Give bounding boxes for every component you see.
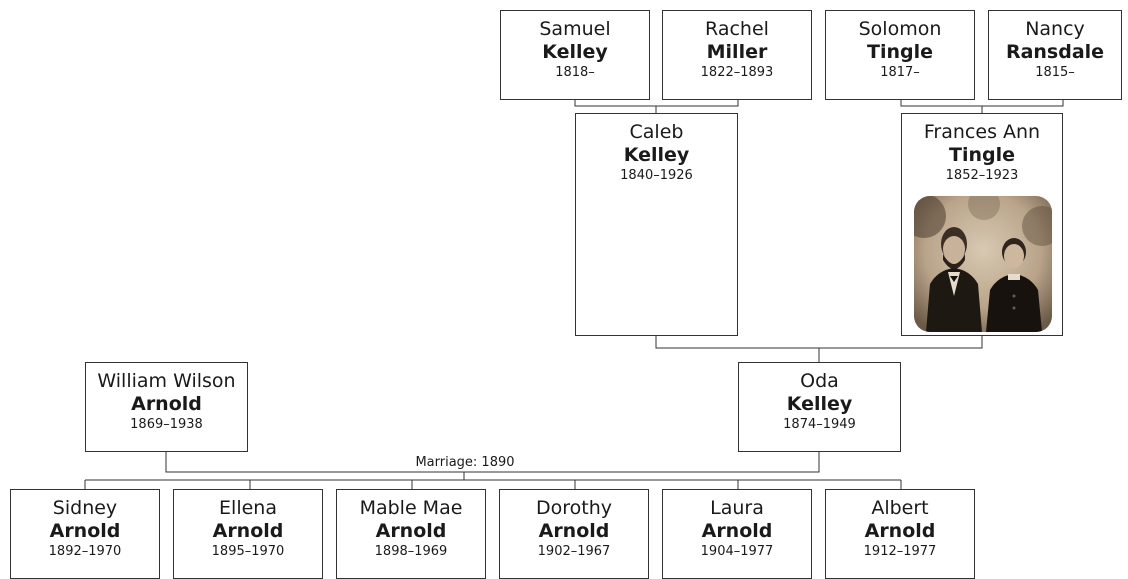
person-card-dorothy-arnold[interactable]: Dorothy Arnold 1902–1967 xyxy=(499,489,649,579)
person-card-samuel-kelley[interactable]: Samuel Kelley 1818– xyxy=(500,10,650,100)
life-dates: 1902–1967 xyxy=(537,544,611,559)
surname: Tingle xyxy=(949,144,1015,166)
surname: Arnold xyxy=(701,520,773,542)
life-dates: 1874–1949 xyxy=(783,417,856,432)
portrait-image xyxy=(914,196,1052,332)
surname: Arnold xyxy=(131,393,202,415)
marriage-connector xyxy=(165,452,820,473)
given-name: Nancy xyxy=(1025,18,1085,40)
person-card-ellena-arnold[interactable]: Ellena Arnold 1895–1970 xyxy=(173,489,323,579)
parents-connector-frances xyxy=(900,100,1064,107)
person-card-mable-arnold[interactable]: Mable Mae Arnold 1898–1969 xyxy=(336,489,486,579)
surname: Arnold xyxy=(212,520,284,542)
given-name: William Wilson xyxy=(97,370,236,392)
person-card-caleb-kelley[interactable]: Caleb Kelley 1840–1926 xyxy=(575,113,738,336)
life-dates: 1898–1969 xyxy=(374,544,448,559)
given-name: Solomon xyxy=(858,18,942,40)
life-dates: 1815– xyxy=(1035,65,1075,80)
given-name: Frances Ann xyxy=(923,121,1041,143)
given-name: Sidney xyxy=(52,497,118,519)
life-dates: 1852–1923 xyxy=(945,168,1019,183)
life-dates: 1817– xyxy=(880,65,920,80)
given-name: Samuel xyxy=(539,18,611,40)
parents-connector-oda xyxy=(655,336,983,349)
surname: Arnold xyxy=(375,520,447,542)
given-name: Ellena xyxy=(219,497,277,519)
surname: Arnold xyxy=(538,520,610,542)
given-name: Albert xyxy=(871,497,929,519)
life-dates: 1892–1970 xyxy=(48,544,122,559)
life-dates: 1912–1977 xyxy=(863,544,937,559)
given-name: Rachel xyxy=(705,18,769,40)
surname: Kelley xyxy=(623,144,690,166)
person-card-frances-tingle[interactable]: Frances Ann Tingle 1852–1923 xyxy=(901,113,1063,336)
surname: Miller xyxy=(706,41,768,63)
marriage-label: Marriage: 1890 xyxy=(400,455,530,471)
surname: Tingle xyxy=(867,41,933,63)
life-dates: 1818– xyxy=(555,65,595,80)
person-card-oda-kelley[interactable]: Oda Kelley 1874–1949 xyxy=(738,362,901,452)
surname: Kelley xyxy=(542,41,608,63)
surname: Arnold xyxy=(864,520,936,542)
surname: Arnold xyxy=(49,520,121,542)
parents-connector-caleb xyxy=(574,100,739,107)
person-card-sidney-arnold[interactable]: Sidney Arnold 1892–1970 xyxy=(10,489,160,579)
portrait-photo[interactable] xyxy=(914,196,1052,332)
life-dates: 1895–1970 xyxy=(211,544,285,559)
given-name: Laura xyxy=(710,497,764,519)
life-dates: 1822–1893 xyxy=(700,65,774,80)
life-dates: 1840–1926 xyxy=(620,168,693,183)
given-name: Dorothy xyxy=(535,497,612,519)
person-card-rachel-miller[interactable]: Rachel Miller 1822–1893 xyxy=(662,10,812,100)
person-card-william-arnold[interactable]: William Wilson Arnold 1869–1938 xyxy=(85,362,248,452)
surname: Kelley xyxy=(786,393,853,415)
given-name: Mable Mae xyxy=(359,497,463,519)
person-card-nancy-ransdale[interactable]: Nancy Ransdale 1815– xyxy=(988,10,1122,100)
life-dates: 1869–1938 xyxy=(130,417,203,432)
person-card-laura-arnold[interactable]: Laura Arnold 1904–1977 xyxy=(662,489,812,579)
surname: Ransdale xyxy=(1005,41,1105,63)
life-dates: 1904–1977 xyxy=(700,544,774,559)
person-card-solomon-tingle[interactable]: Solomon Tingle 1817– xyxy=(825,10,975,100)
given-name: Caleb xyxy=(629,121,684,143)
person-card-albert-arnold[interactable]: Albert Arnold 1912–1977 xyxy=(825,489,975,579)
given-name: Oda xyxy=(800,370,839,392)
